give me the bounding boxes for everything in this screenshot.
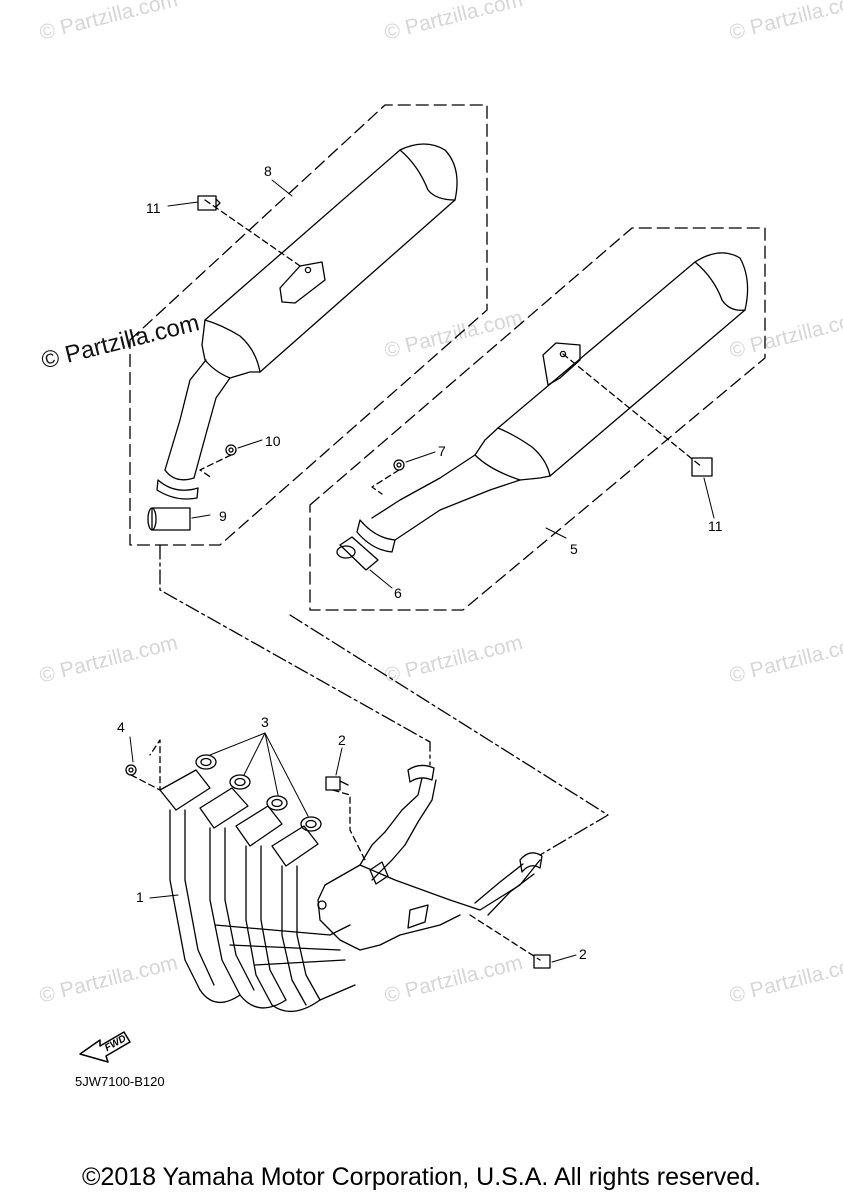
connection-line — [199, 454, 232, 479]
callout-9: 9 — [219, 508, 227, 524]
gasket-9 — [147, 507, 191, 531]
callout-7: 7 — [438, 443, 446, 459]
muffler-right-boundary — [309, 227, 766, 611]
callout-10: 10 — [265, 433, 281, 449]
copyright-notice: ©2018 Yamaha Motor Corporation, U.S.A. A… — [82, 1163, 761, 1191]
connection-line — [469, 914, 541, 961]
nut-4 — [125, 764, 137, 776]
connection-line — [371, 469, 400, 495]
bolt-11-lower — [691, 457, 713, 477]
connection-line — [204, 199, 304, 269]
bolt-2-upper — [325, 776, 349, 791]
connection-line — [562, 353, 703, 468]
diagram-code: 5JW7100-B120 — [75, 1074, 165, 1089]
callout-11: 11 — [146, 200, 161, 216]
exhaust-gaskets-3 — [195, 754, 322, 832]
callout-1: 1 — [136, 889, 144, 905]
muffler-5 — [356, 252, 749, 553]
callout-6: 6 — [394, 585, 402, 601]
connection-line — [130, 739, 161, 791]
callout-8: 8 — [264, 163, 272, 179]
callout-2: 2 — [338, 732, 346, 748]
callout-3: 3 — [261, 714, 269, 730]
bolt-2-lower — [533, 954, 551, 969]
callout-11: 11 — [708, 518, 723, 534]
callout-4: 4 — [117, 719, 125, 735]
connection-line — [289, 614, 609, 856]
muffler-left-boundary — [129, 104, 488, 546]
bolt-11-upper — [197, 195, 221, 211]
muffler-8 — [156, 143, 458, 500]
connection-line — [332, 789, 366, 861]
callout-5: 5 — [570, 541, 578, 557]
nut-7 — [393, 459, 405, 471]
nut-10 — [225, 444, 237, 456]
callout-2: 2 — [579, 946, 587, 962]
connection-line — [159, 544, 431, 766]
exhaust-pipe-1 — [159, 764, 543, 1012]
fwd-arrow-icon: FWD — [79, 1031, 131, 1063]
gasket-6 — [336, 536, 379, 571]
